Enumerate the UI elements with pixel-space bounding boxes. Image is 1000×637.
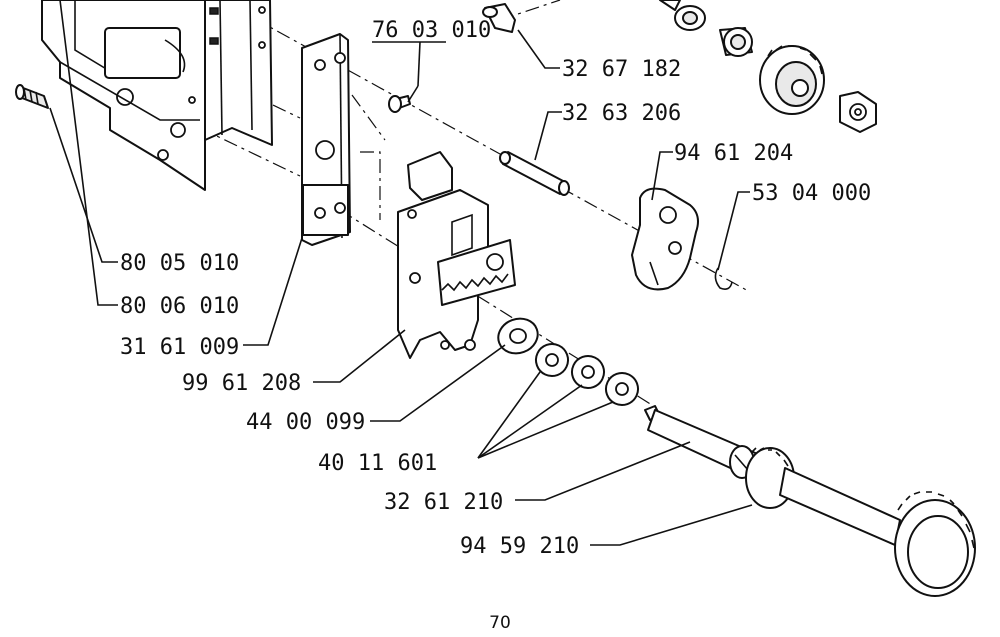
washers (497, 317, 639, 406)
guide-plate (301, 33, 351, 246)
housing-frame (41, 0, 206, 191)
shaft-and-knob (644, 405, 976, 597)
screw-small (388, 85, 419, 113)
label-80-06-010: 80 06 010 (120, 294, 239, 319)
retaining-ring (714, 267, 733, 290)
label-32-67-182: 32 67 182 (562, 57, 681, 82)
label-94-59-210: 94 59 210 (460, 534, 579, 559)
long-pin (499, 151, 570, 196)
guide-rail (204, 0, 273, 146)
label-40-11-601: 40 11 601 (318, 451, 437, 476)
label-44-00-099: 44 00 099 (246, 410, 365, 435)
label-53-04-000: 53 04 000 (752, 181, 871, 206)
label-32-61-210: 32 61 210 (384, 490, 503, 515)
lever (631, 187, 699, 291)
page-number: 70 (489, 613, 511, 633)
label-32-63-206: 32 63 206 (562, 101, 681, 126)
leader-lines (49, 0, 753, 546)
gear-assembly (659, 0, 877, 133)
label-99-61-208: 99 61 208 (182, 371, 301, 396)
label-31-61-009: 31 61 009 (120, 335, 239, 360)
set-screw (15, 84, 49, 109)
stepped-pin (482, 3, 516, 33)
part-labels: 76 03 010 32 67 182 32 63 206 94 61 204 … (120, 18, 871, 559)
label-80-05-010: 80 05 010 (120, 251, 239, 276)
label-76-03-010: 76 03 010 (372, 18, 491, 43)
label-94-61-204: 94 61 204 (674, 141, 793, 166)
cutter-block (397, 151, 516, 359)
